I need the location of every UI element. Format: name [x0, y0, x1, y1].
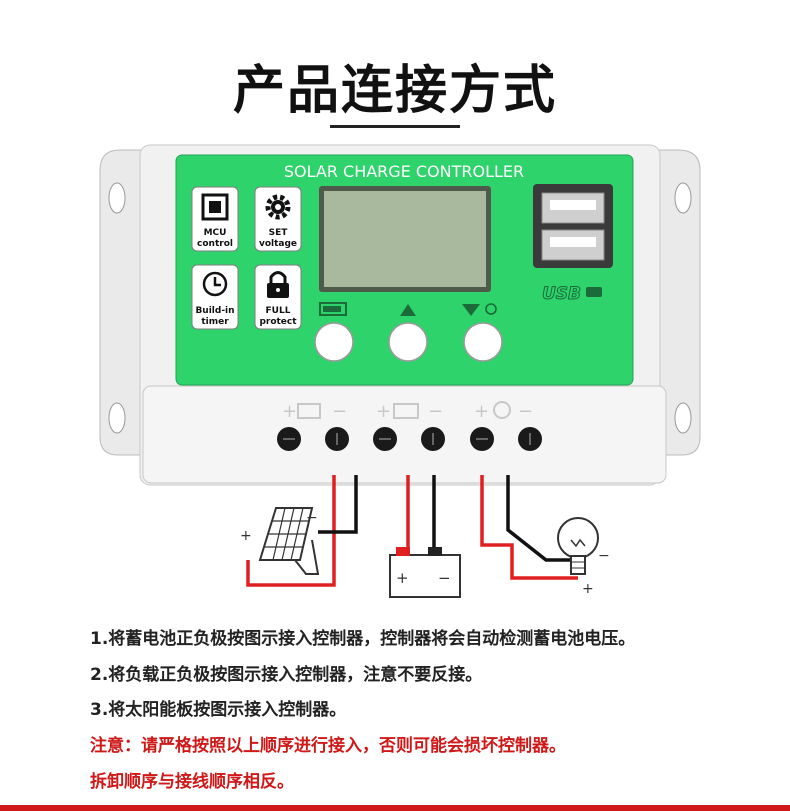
svg-text:−: −	[438, 569, 451, 587]
badge-timer-line1: Build-in	[195, 306, 234, 316]
badge-set-line1: SET	[269, 228, 289, 238]
mounting-ears	[99, 149, 701, 456]
svg-text:+: +	[582, 581, 594, 597]
badge-protect-line2: protect	[259, 317, 297, 327]
instruction-1: 1.将蓄电池正负极按图示接入控制器，控制器将会自动检测蓄电池电压。	[90, 629, 636, 649]
svg-text:+: +	[240, 528, 252, 544]
badge-set-line2: voltage	[259, 239, 297, 249]
badge-protect-line1: FULL	[266, 306, 291, 316]
up-triangle-icon	[400, 304, 416, 316]
usb-battery-icon	[586, 287, 602, 297]
svg-text:−: −	[306, 510, 318, 526]
usb-ports	[533, 184, 613, 268]
menu-button[interactable]	[314, 322, 354, 362]
badge-timer-line2: timer	[201, 317, 229, 327]
badge-timer: Build-in timer	[191, 264, 239, 330]
instruction-3: 3.将太阳能板按图示接入控制器。	[90, 700, 347, 720]
svg-text:−: −	[428, 401, 443, 422]
down-triangle-bulb-icon	[462, 303, 497, 316]
svg-text:+: +	[474, 401, 489, 422]
panel-header: SOLAR CHARGE CONTROLLER	[284, 162, 524, 181]
wires	[246, 475, 578, 587]
svg-text:+: +	[376, 401, 391, 422]
lock-icon	[267, 271, 289, 298]
instruction-2: 2.将负载正负极按图示接入控制器，注意不要反接。	[90, 665, 483, 685]
title-underline	[330, 125, 460, 128]
svg-text:+: +	[282, 401, 297, 422]
terminal-engravings: + − + − + −	[282, 401, 533, 422]
svg-text:−: −	[598, 548, 610, 564]
controller-diagram: SOLAR CHARGE CONTROLLER MCU control SET …	[99, 144, 701, 598]
badge-mcu: MCU control	[191, 186, 239, 252]
badge-set: SET voltage	[254, 186, 302, 252]
svg-text:+: +	[396, 569, 409, 587]
chip-icon	[201, 193, 229, 221]
clock-icon	[202, 271, 228, 297]
gear-icon	[265, 194, 291, 220]
badge-mcu-line2: control	[197, 239, 233, 249]
up-button[interactable]	[388, 322, 428, 362]
light-bulb-icon: − +	[557, 517, 610, 597]
solar-panel-icon: + −	[240, 507, 320, 575]
usb-label: USB	[542, 284, 581, 304]
page-title: 产品连接方式	[232, 61, 557, 121]
badge-protect: FULL protect	[254, 264, 302, 330]
battery-diagram-icon: + −	[389, 547, 461, 598]
warning-note: 注意：请严格按照以上顺序进行接入，否则可能会损坏控制器。	[90, 736, 566, 756]
badge-mcu-line1: MCU	[204, 228, 227, 238]
disassembly-note: 拆卸顺序与接线顺序相反。	[90, 772, 294, 792]
terminal-screws	[277, 427, 542, 451]
battery-icon	[319, 302, 347, 316]
down-button[interactable]	[463, 322, 503, 362]
terminal-block	[142, 385, 667, 484]
lcd-screen	[324, 191, 486, 287]
svg-text:−: −	[332, 401, 347, 422]
svg-text:−: −	[518, 401, 533, 422]
bottom-accent-bar	[0, 805, 790, 811]
